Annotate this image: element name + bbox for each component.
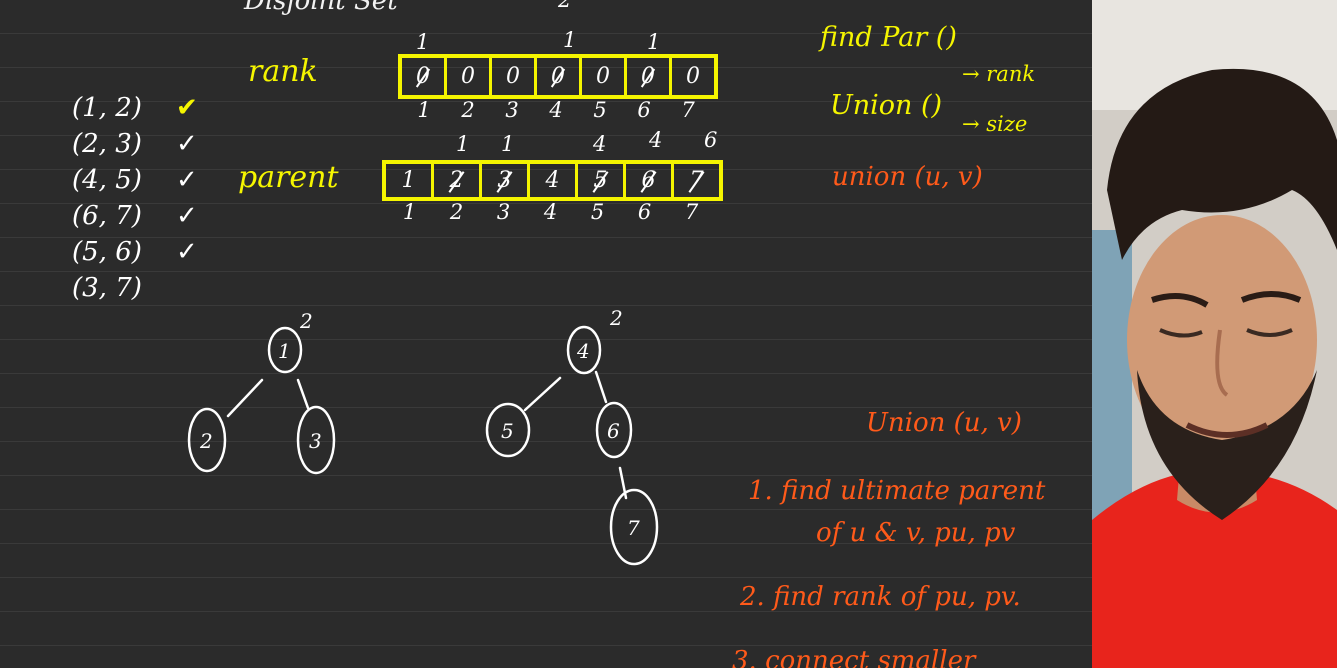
edge-pair-text: (2, 3) xyxy=(72,129,142,159)
rank-cell-5: 0 xyxy=(582,58,627,95)
parent-cell-5: 5 xyxy=(578,164,626,197)
edge-pair: (1, 2) ✔ xyxy=(72,90,198,126)
rank-cell-3: 0 xyxy=(492,58,537,95)
parent-index: 7 xyxy=(684,200,699,224)
node-5-label: 5 xyxy=(501,419,514,443)
parent-above-3: 1 xyxy=(501,132,515,156)
check-icon: ✓ xyxy=(176,129,198,159)
check-icon: ✓ xyxy=(176,237,198,267)
parent-index: 1 xyxy=(402,200,417,224)
parent-cell-2: 2 xyxy=(434,164,482,197)
note-step3: 3. connect smaller xyxy=(732,646,976,668)
rank-cell-7: 0 xyxy=(686,64,700,89)
parent-label: parent xyxy=(238,160,339,195)
edge-pair-text: (1, 2) xyxy=(72,93,142,123)
node-3-circle xyxy=(296,405,336,475)
edge-pair: (2, 3) ✓ xyxy=(72,126,198,162)
note-union-fn: Union () xyxy=(830,90,943,121)
edge-pair: (3, 7) xyxy=(72,270,198,306)
whiteboard: Disjoint Set 2 rank parent 1 1 1 0 0 0 0… xyxy=(0,0,1092,668)
edge-pair-text: (4, 5) xyxy=(72,165,142,195)
edge-4-6 xyxy=(594,370,608,404)
rank-cell-4: 0 xyxy=(537,58,582,95)
node-2-label: 2 xyxy=(199,429,213,453)
rank-array: 0 0 0 0 0 0 0 xyxy=(398,54,718,99)
edge-pair: (5, 6) ✓ xyxy=(72,234,198,270)
edge-pair-text: (5, 6) xyxy=(72,237,142,267)
node-7-label: 7 xyxy=(627,516,640,540)
rank-cell-6: 0 xyxy=(627,58,672,95)
parent-index: 3 xyxy=(496,200,511,224)
rank-index: 2 xyxy=(461,98,475,122)
title-top-mark: 2 xyxy=(558,0,572,12)
rank-cell-1: 0 xyxy=(402,58,447,95)
rank-index: 6 xyxy=(637,98,651,122)
edge-pair-text: (3, 7) xyxy=(72,273,142,303)
rank-indices: 1 2 3 4 5 6 7 xyxy=(402,98,710,122)
note-step1-line1: 1. find ultimate parent xyxy=(748,476,1046,506)
node-4-label: 4 xyxy=(576,339,590,363)
node-1-circle xyxy=(267,326,303,374)
rank-index: 5 xyxy=(593,98,607,122)
parent-index: 4 xyxy=(543,200,558,224)
tree-diagram: 1 2 2 3 4 2 5 6 7 xyxy=(187,306,659,566)
parent-index: 2 xyxy=(449,200,464,224)
parent-above-6: 4 xyxy=(649,128,663,152)
edge-1-2 xyxy=(226,378,264,418)
check-icon: ✔ xyxy=(176,93,198,123)
parent-cell-4: 4 xyxy=(530,164,578,197)
note-union-call: union (u, v) xyxy=(832,162,983,192)
node-5-circle xyxy=(485,402,531,458)
check-icon: ✓ xyxy=(176,201,198,231)
presenter-image xyxy=(1092,0,1337,668)
parent-cell-3: 3 xyxy=(482,164,530,197)
edge-1-3 xyxy=(296,378,310,410)
rank-index: 1 xyxy=(417,98,431,122)
node-6-circle xyxy=(595,401,633,459)
edge-pair: (4, 5) ✓ xyxy=(72,162,198,198)
note-find-parent: find Par () xyxy=(820,22,957,53)
rank-above-6: 1 xyxy=(647,30,661,54)
note-step1-line2: of u & v, pu, pv xyxy=(816,518,1016,548)
presenter-video xyxy=(1092,0,1337,668)
rank-index: 4 xyxy=(549,98,563,122)
rank-index: 7 xyxy=(681,98,695,122)
node-6-label: 6 xyxy=(607,419,620,443)
check-icon: ✓ xyxy=(176,165,198,195)
note-branch-rank: → rank xyxy=(962,62,1036,86)
rank-cell-2: 0 xyxy=(447,58,492,95)
edge-4-5 xyxy=(523,376,562,412)
board-title: Disjoint Set xyxy=(244,0,398,16)
note-step2: 2. find rank of pu, pv. xyxy=(740,582,1021,612)
parent-index: 5 xyxy=(590,200,605,224)
node-2-circle xyxy=(187,407,227,473)
rank-above-1: 1 xyxy=(416,30,430,54)
parent-indices: 1 2 3 4 5 6 7 xyxy=(386,200,715,224)
node-3-label: 3 xyxy=(309,429,322,453)
parent-above-7: 6 xyxy=(704,128,718,152)
node-4-circle xyxy=(566,325,602,375)
node-7-circle xyxy=(609,488,659,566)
node-1-rank: 2 xyxy=(299,309,313,333)
parent-above-5: 4 xyxy=(593,132,607,156)
edge-list: (1, 2) ✔ (2, 3) ✓ (4, 5) ✓ (6, 7) ✓ (5, … xyxy=(72,90,198,306)
note-branch-size: → size xyxy=(962,112,1028,136)
node-4-rank: 2 xyxy=(609,306,623,330)
parent-cell-6: 6 xyxy=(626,164,674,197)
parent-cell-1: 1 xyxy=(386,164,434,197)
node-1-label: 1 xyxy=(278,339,291,363)
note-union-heading: Union (u, v) xyxy=(866,408,1022,438)
edge-pair-text: (6, 7) xyxy=(72,201,142,231)
parent-index: 6 xyxy=(637,200,652,224)
edge-pair: (6, 7) ✓ xyxy=(72,198,198,234)
rank-above-4: 1 xyxy=(563,28,577,52)
parent-above-2: 1 xyxy=(456,132,470,156)
parent-array: 1 2 3 4 5 6 7 xyxy=(382,160,723,201)
rank-index: 3 xyxy=(505,98,519,122)
rank-label: rank xyxy=(248,54,318,89)
parent-cell-7: 7 xyxy=(674,164,719,197)
